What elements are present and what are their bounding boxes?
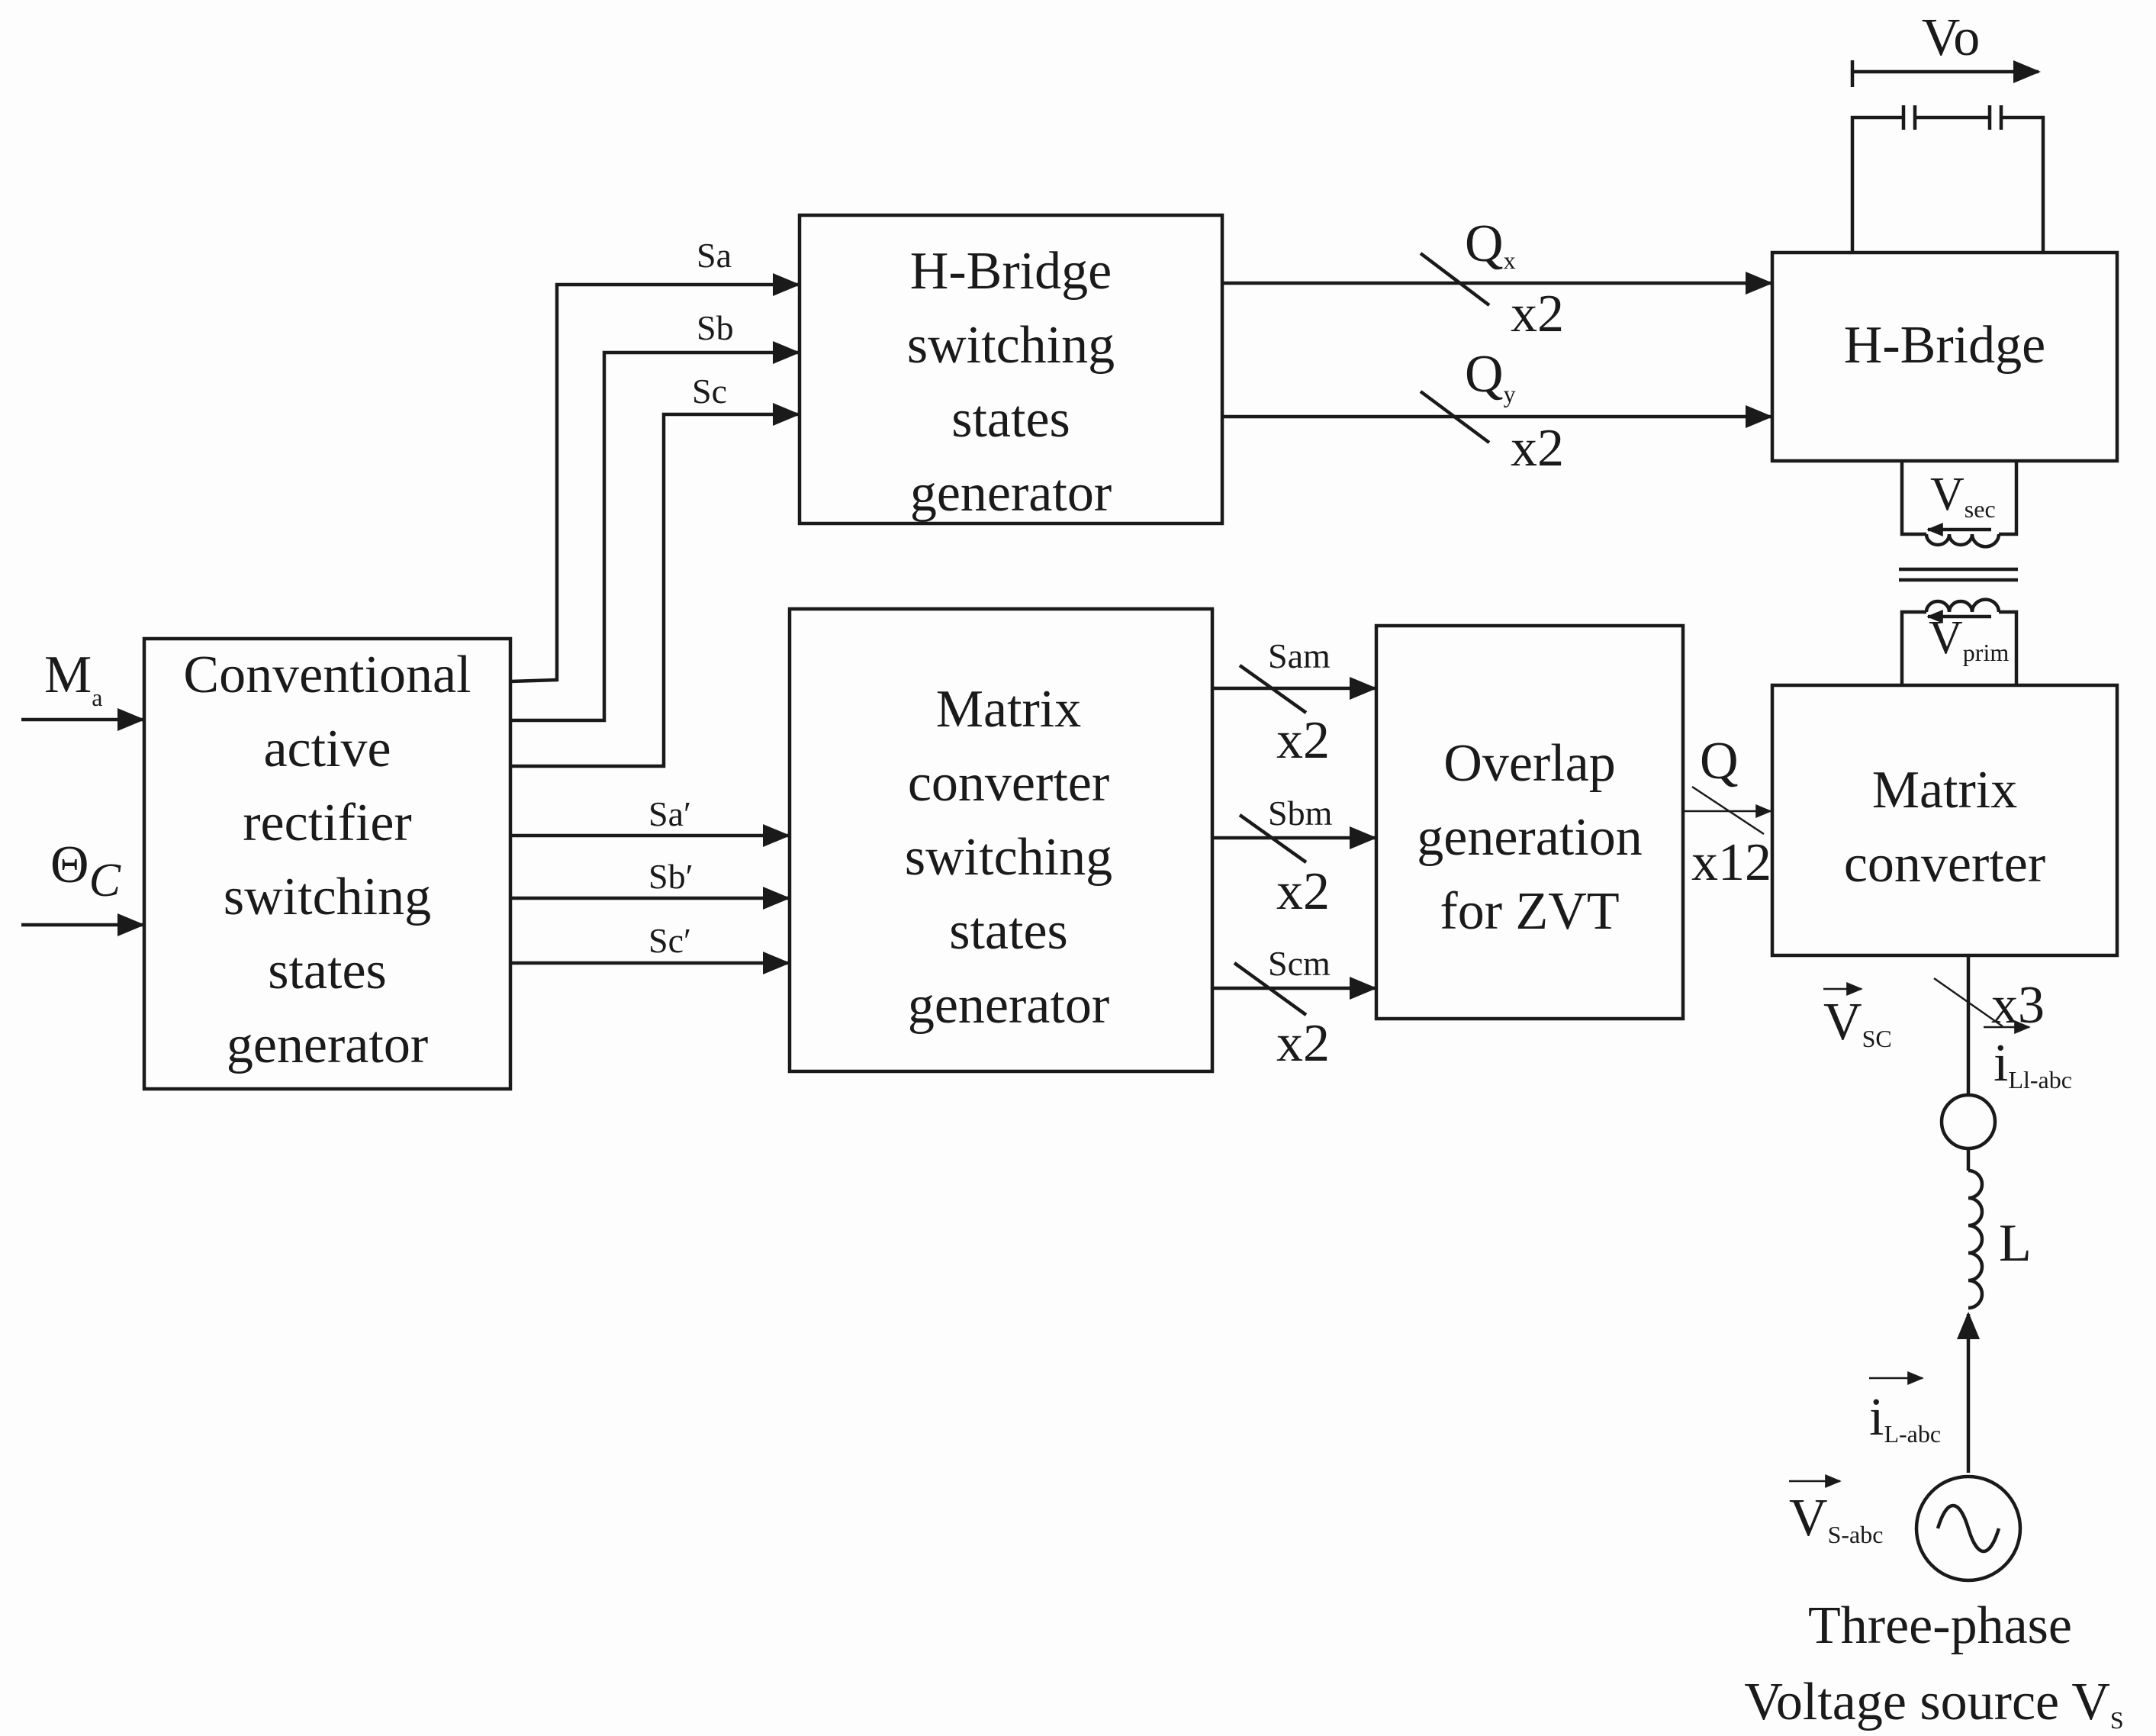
sc-label: Sc [692, 372, 727, 411]
sbm-label: Sbm [1268, 794, 1333, 833]
transformer: Vsec Vprim [1899, 461, 2019, 685]
matrix-converter-block: Matrix converter [1770, 683, 2119, 958]
q-bus: Q x12 [1683, 732, 1772, 892]
rectifier-label-4: switching [224, 868, 431, 926]
rectifier-label-5: states [268, 942, 387, 1000]
vsc-label: VSC [1823, 993, 1892, 1052]
ma-label: Ma [44, 646, 102, 711]
ac-side: x3 iLl-abc VSC L iL-abc VS-abc Three-pha… [1744, 955, 2124, 1734]
vo-label: Vo [1922, 8, 1981, 67]
theta-input: ΘC [21, 836, 145, 936]
overlap-label-1: Overlap [1443, 734, 1615, 793]
vs-abc-label: VS-abc [1789, 1489, 1883, 1548]
hbridge-gen-label-2: switching [907, 316, 1115, 375]
rectifier-block: Conventional active rectifier switching … [142, 636, 513, 1091]
sb-label: Sb [697, 308, 734, 347]
ill-label: iLl-abc [1993, 1034, 2072, 1093]
hbridge-gen-label-1: H-Bridge [910, 242, 1112, 301]
vsec-label: Vsec [1930, 469, 1996, 523]
inductor-label: L [1999, 1214, 2032, 1273]
qy-x2-label: x2 [1511, 419, 1564, 478]
q-label: Q [1700, 732, 1739, 791]
il-label: iL-abc [1869, 1388, 1941, 1448]
sb-prime-label: Sb′ [648, 857, 693, 896]
sbm-bus: Sbm x2 [1212, 794, 1377, 921]
sbm-x2-label: x2 [1276, 862, 1330, 921]
rectifier-label-6: generator [227, 1016, 428, 1074]
hbridge-gen-label-3: states [951, 390, 1070, 449]
sb-prime-line: Sb′ [510, 857, 790, 910]
voltage-source-icon [1914, 1474, 2022, 1583]
qx-bus: Qx x2 [1222, 214, 1773, 343]
sa-line: Sa [510, 236, 800, 684]
overlap-block: Overlap generation for ZVT [1374, 623, 1685, 1021]
hbridge-gen-label-4: generator [910, 464, 1112, 523]
sc-line: Sc [510, 372, 800, 768]
matrix-gen-label-1: Matrix [936, 680, 1082, 739]
sc-prime-label: Sc′ [648, 921, 691, 960]
scm-x2-label: x2 [1276, 1014, 1330, 1073]
sb-line: Sb [510, 308, 800, 723]
vprim-label: Vprim [1929, 612, 2009, 666]
theta-label: ΘC [50, 836, 121, 907]
qy-bus: Qy x2 [1222, 345, 1773, 478]
overlap-label-3: for ZVT [1440, 882, 1619, 941]
rectifier-label-3: rectifier [243, 794, 411, 852]
matrix-label-1: Matrix [1872, 761, 2018, 820]
sam-bus: Sam x2 [1212, 636, 1377, 770]
x3-label: x3 [1991, 976, 2045, 1035]
sa-label: Sa [697, 236, 732, 275]
sam-label: Sam [1268, 636, 1331, 675]
matrix-gen-label-5: generator [908, 976, 1109, 1035]
overlap-label-2: generation [1417, 808, 1642, 867]
qx-label: Qx [1465, 214, 1516, 274]
hbridge-block: H-Bridge [1770, 250, 2119, 463]
matrix-label-2: converter [1844, 835, 2045, 894]
rectifier-label-2: active [263, 720, 391, 778]
matrix-gen-label-3: switching [905, 828, 1112, 887]
dc-output: Vo [1850, 8, 2045, 253]
sam-x2-label: x2 [1276, 711, 1330, 770]
scm-bus: Scm x2 [1212, 944, 1377, 1073]
sc-prime-line: Sc′ [510, 921, 790, 974]
hbridge-label: H-Bridge [1844, 316, 2045, 375]
scm-label: Scm [1268, 944, 1331, 983]
sa-prime-line: Sa′ [510, 794, 790, 847]
qy-label: Qy [1465, 345, 1516, 407]
matrix-generator-block: Matrix converter switching states genera… [787, 607, 1215, 1074]
matrix-gen-label-4: states [949, 902, 1068, 961]
hbridge-generator-block: H-Bridge switching states generator [797, 213, 1224, 526]
matrix-gen-label-2: converter [908, 754, 1109, 813]
sa-prime-label: Sa′ [648, 794, 691, 833]
rectifier-label-1: Conventional [183, 646, 471, 704]
x12-label: x12 [1691, 833, 1771, 892]
ma-input: Ma [21, 646, 145, 731]
source-label-2: Voltage source VS [1744, 1673, 2123, 1734]
source-label-1: Three-phase [1808, 1596, 2072, 1655]
qx-x2-label: x2 [1511, 285, 1564, 343]
